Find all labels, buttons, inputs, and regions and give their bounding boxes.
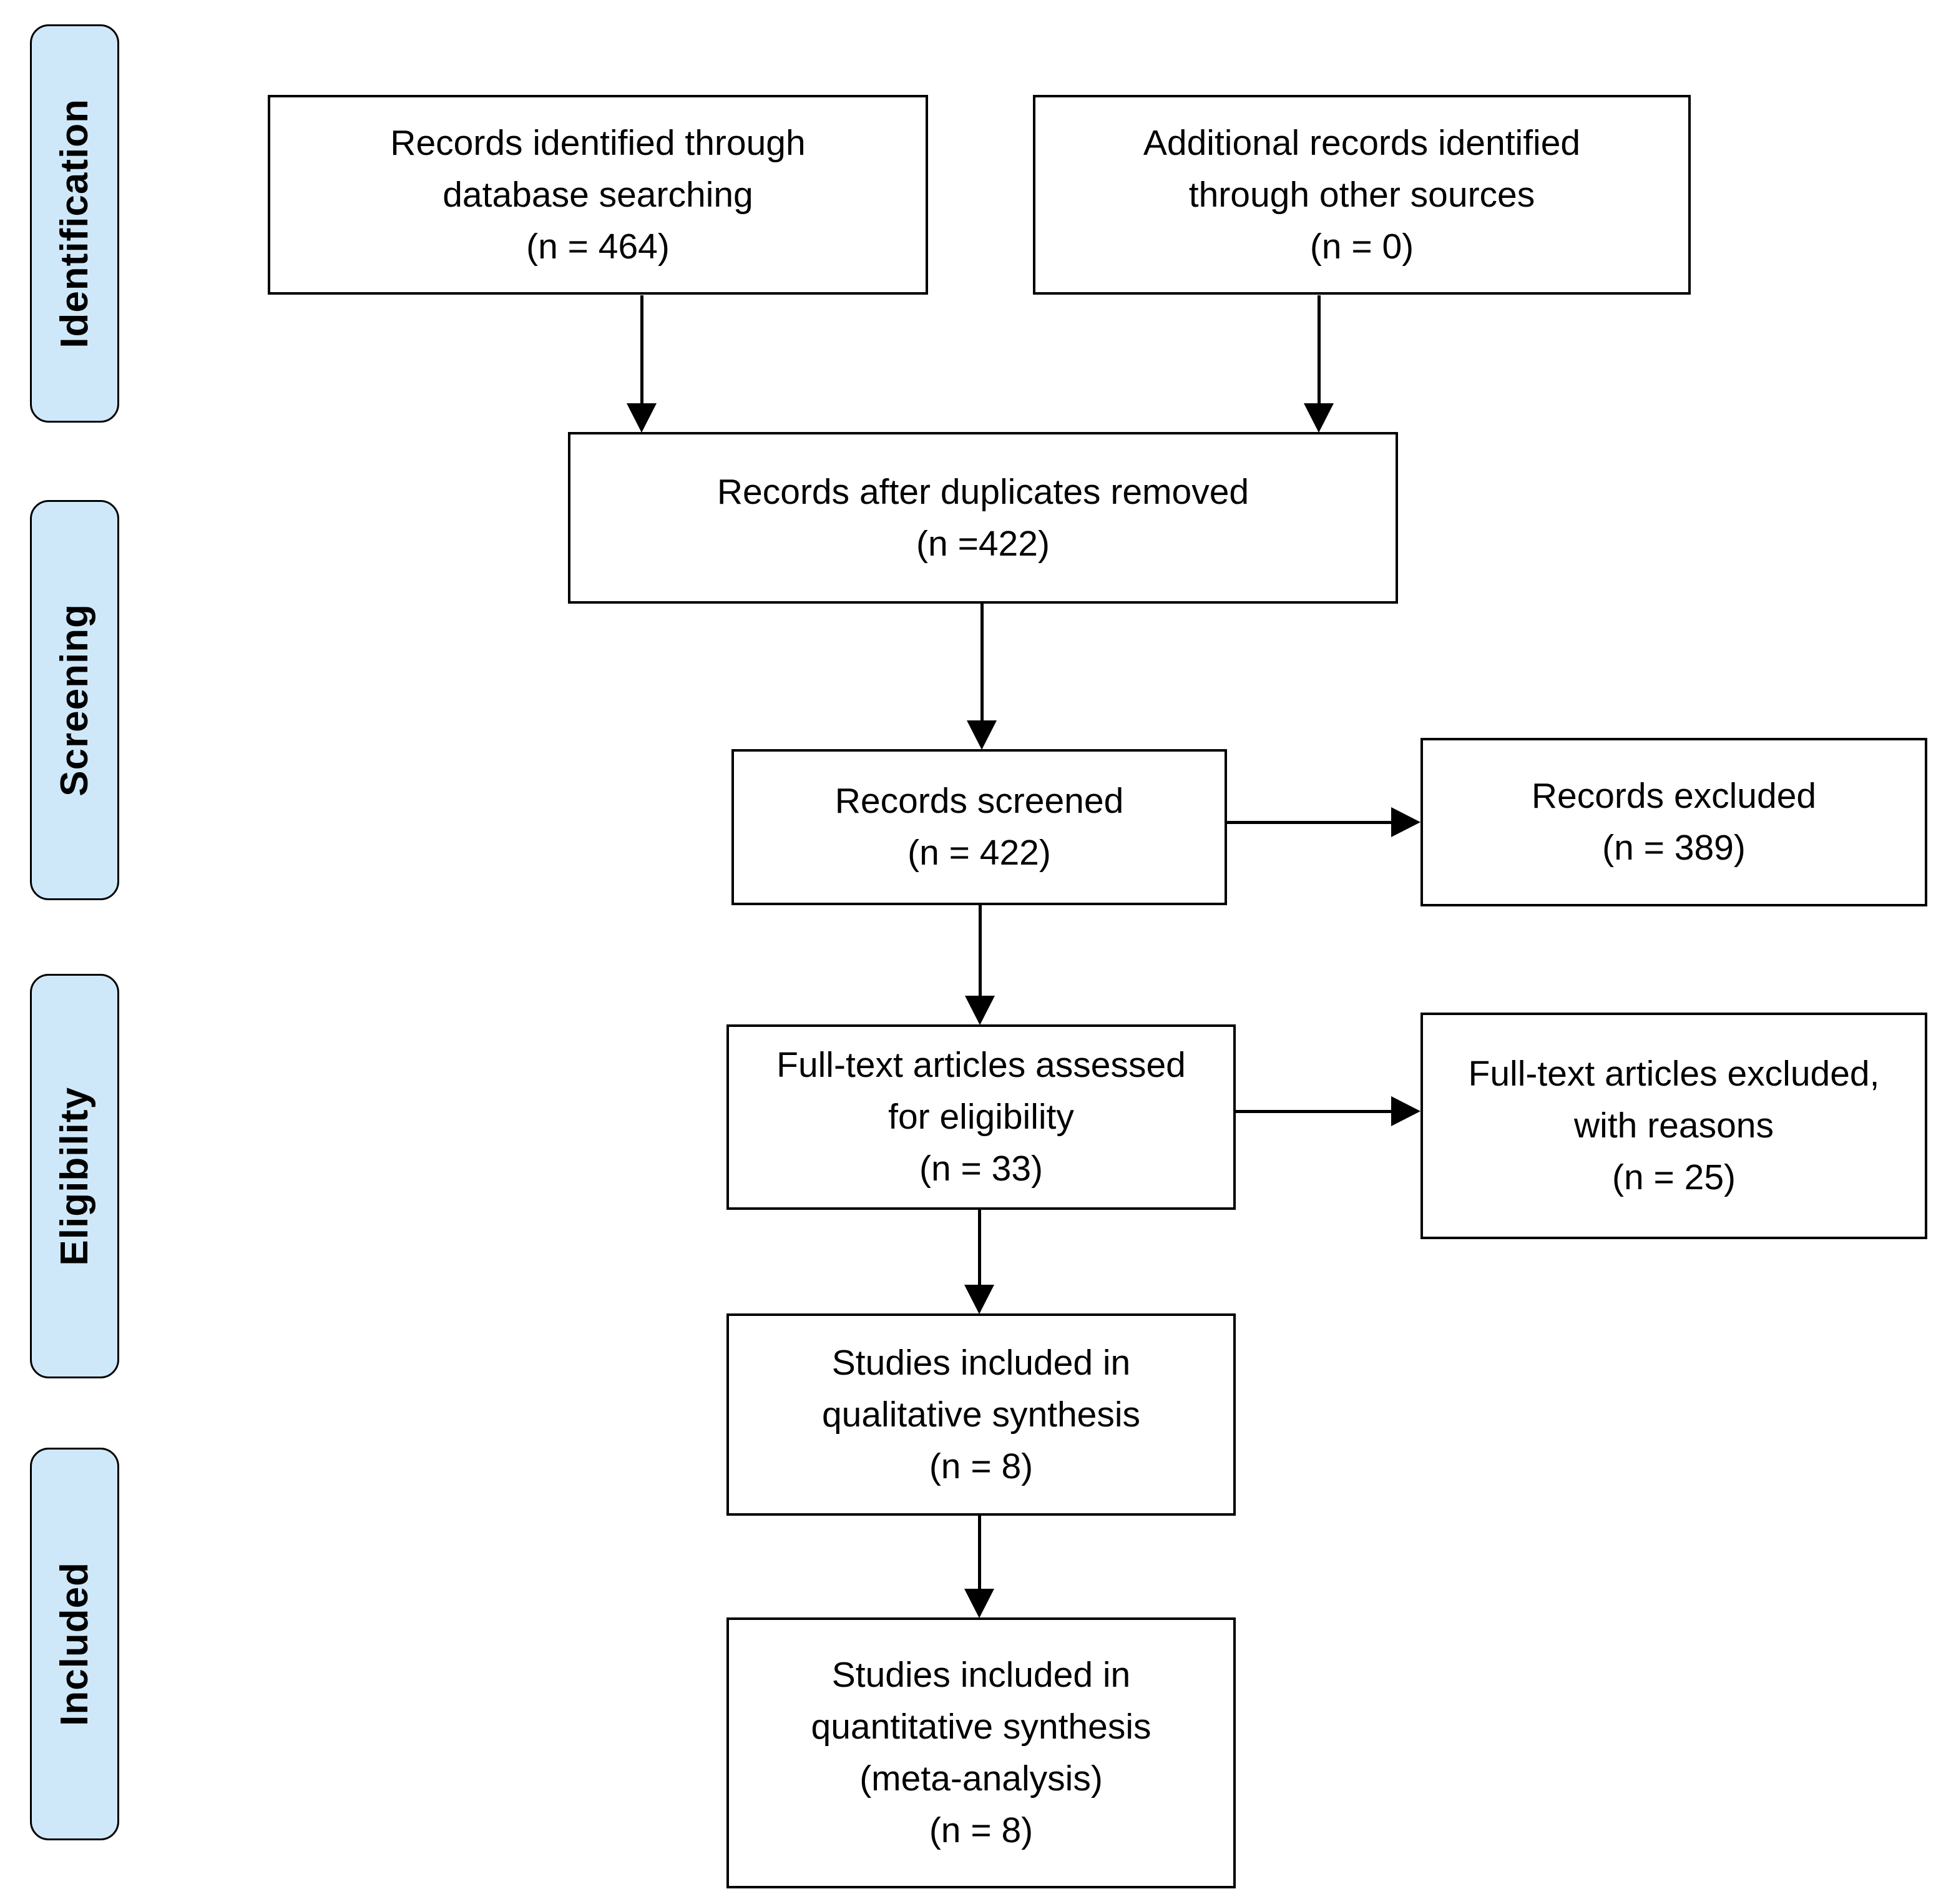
stage-included-label: Included — [53, 1562, 96, 1726]
box-text-line: Full-text articles assessed — [776, 1045, 1186, 1085]
box-n-value: (n = 422) — [907, 833, 1051, 873]
arrow-line — [978, 1210, 981, 1285]
box-n-value: (n = 464) — [526, 226, 670, 267]
box-text-line: Studies included in — [831, 1655, 1131, 1695]
box-text-line: database searching — [443, 174, 753, 215]
arrow-down-icon — [964, 1589, 994, 1618]
box-text-line: for eligibility — [888, 1097, 1074, 1137]
box-n-value: (n = 33) — [919, 1149, 1044, 1189]
box-fulltext-excluded: Full-text articles excluded, with reason… — [1420, 1013, 1927, 1239]
stage-included: Included — [30, 1448, 119, 1840]
box-text-line: qualitative synthesis — [821, 1394, 1141, 1435]
box-additional-records-other-sources: Additional records identified through ot… — [1033, 95, 1691, 295]
box-text-line: Full-text articles excluded, — [1468, 1054, 1880, 1094]
arrow-line — [1318, 295, 1321, 403]
arrow-line — [980, 604, 984, 720]
arrow-right-icon — [1391, 1096, 1420, 1126]
box-n-value: (n = 389) — [1602, 828, 1746, 868]
box-text-line: Records excluded — [1531, 776, 1817, 816]
box-fulltext-assessed: Full-text articles assessed for eligibil… — [726, 1024, 1236, 1210]
arrow-line — [1236, 1110, 1392, 1113]
box-n-value: (n = 8) — [929, 1446, 1034, 1486]
box-n-value: (n = 8) — [929, 1810, 1034, 1850]
box-quantitative-synthesis: Studies included in quantitative synthes… — [726, 1617, 1236, 1888]
box-records-identified-database: Records identified through database sear… — [268, 95, 928, 295]
stage-screening-label: Screening — [53, 604, 96, 797]
box-text-line: Records after duplicates removed — [716, 471, 1249, 512]
box-text-line: Additional records identified — [1143, 122, 1581, 163]
arrow-down-icon — [964, 1285, 994, 1314]
arrow-down-icon — [627, 403, 657, 433]
box-n-value: (n = 25) — [1611, 1157, 1736, 1197]
box-qualitative-synthesis: Studies included in qualitative synthesi… — [726, 1313, 1236, 1516]
arrow-down-icon — [1304, 403, 1334, 433]
box-text-line: Records identified through — [390, 122, 806, 163]
box-records-excluded: Records excluded (n = 389) — [1420, 738, 1927, 906]
arrow-down-icon — [967, 720, 997, 750]
box-text-line: (meta-analysis) — [859, 1759, 1103, 1798]
box-text-line: quantitative synthesis — [811, 1707, 1152, 1747]
stage-eligibility-label: Eligibility — [53, 1086, 96, 1266]
box-text-line: through other sources — [1188, 174, 1535, 215]
stage-identification-label: Identification — [53, 99, 96, 348]
stage-identification: Identification — [30, 24, 119, 423]
stage-eligibility: Eligibility — [30, 974, 119, 1378]
box-text-line: Records screened — [834, 781, 1124, 821]
box-n-value: (n = 0) — [1309, 226, 1414, 267]
arrow-line — [640, 295, 643, 403]
box-text-line: Studies included in — [831, 1342, 1131, 1383]
arrow-line — [979, 905, 982, 996]
box-records-screened: Records screened (n = 422) — [731, 749, 1227, 905]
stage-screening: Screening — [30, 500, 119, 900]
box-n-value: (n =422) — [916, 523, 1050, 564]
box-records-after-duplicates: Records after duplicates removed (n =422… — [568, 432, 1398, 604]
arrow-down-icon — [965, 996, 995, 1025]
arrow-right-icon — [1391, 807, 1420, 837]
box-text-line: with reasons — [1574, 1106, 1774, 1146]
arrow-line — [1227, 821, 1392, 824]
arrow-line — [978, 1516, 981, 1589]
